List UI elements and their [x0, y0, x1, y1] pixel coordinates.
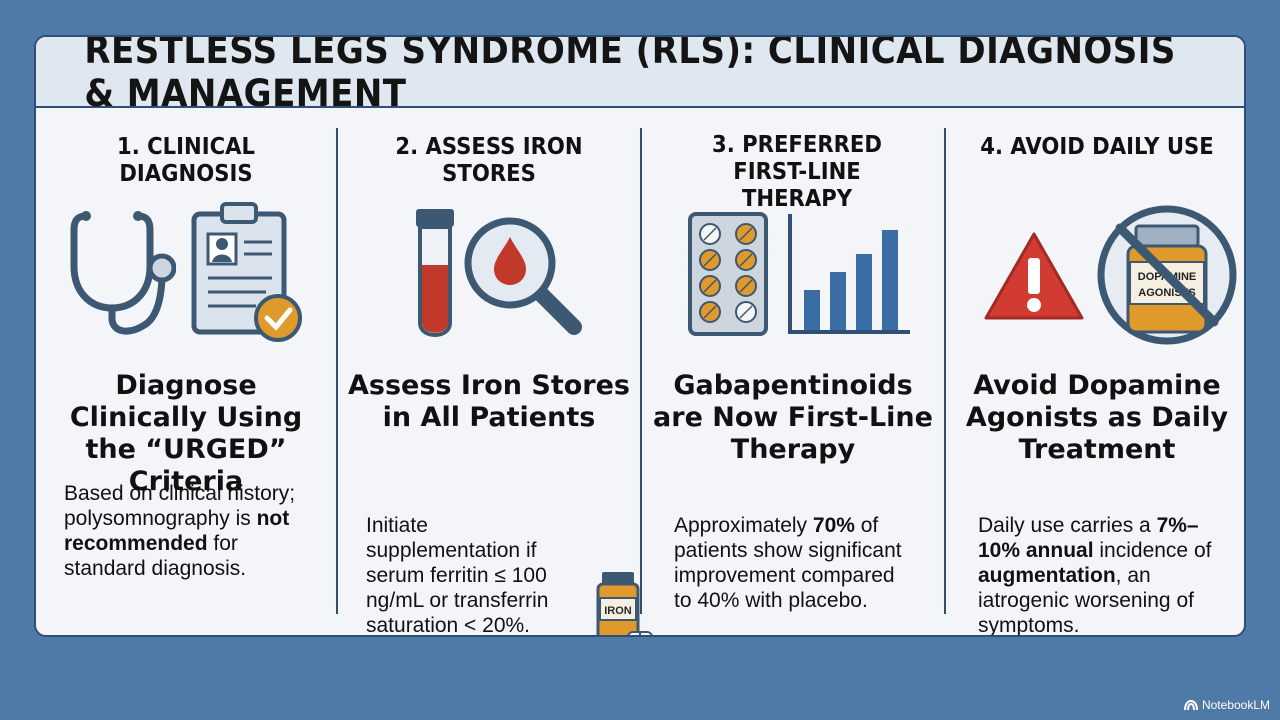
- bottle-label: IRON: [604, 605, 632, 617]
- stethoscope-icon: [70, 211, 176, 335]
- warning-icon: [984, 232, 1084, 320]
- column-heading: 2. ASSESS IRON STORES: [395, 134, 583, 187]
- column-divider: [944, 128, 946, 614]
- columns-container: 1. CLINICAL DIAGNOSIS: [36, 108, 1244, 635]
- test-tube-icon: [416, 209, 454, 337]
- column-divider: [336, 128, 338, 614]
- column-icons: [338, 200, 640, 350]
- infographic-card: RESTLESS LEGS SYNDROME (RLS): CLINICAL D…: [34, 35, 1246, 637]
- clipboard-check-icon: [191, 202, 302, 342]
- column-heading: 3. PREFERRED FIRST-LINE THERAPY: [712, 132, 882, 212]
- pill-blister-icon: [688, 212, 768, 336]
- magnifier-blood-drop-icon: [464, 217, 582, 335]
- column-avoid-daily-use: 4. AVOID DAILY USE DOPAMINE AGONISTS: [946, 108, 1244, 637]
- column-clinical-diagnosis: 1. CLINICAL DIAGNOSIS: [36, 108, 336, 635]
- column-icons: DOPAMINE AGONISTS: [946, 200, 1244, 350]
- title-bar: RESTLESS LEGS SYNDROME (RLS): CLINICAL D…: [36, 37, 1244, 115]
- column-body-text: Based on clinical history; polysomnograp…: [64, 482, 296, 580]
- brand-watermark: NotebookLM: [1183, 698, 1270, 712]
- column-first-line-therapy: 3. PREFERRED FIRST-LINE THERAPY: [642, 108, 944, 635]
- bar-chart-icon: [788, 214, 910, 334]
- column-iron-stores: 2. ASSESS IRON STORES Assess Iron Stores…: [338, 108, 653, 637]
- column-headline: Avoid Dopamine Agonists as Daily Treatme…: [965, 370, 1229, 465]
- column-divider: [640, 128, 642, 614]
- column-headline: Diagnose Clinically Using the “URGED” Cr…: [69, 370, 303, 497]
- column-icons: [36, 200, 336, 350]
- column-heading: 1. CLINICAL DIAGNOSIS: [117, 134, 255, 187]
- column-headline: Assess Iron Stores in All Patients: [347, 370, 631, 433]
- column-body-text: Daily use carries a 7%–10% annual incide…: [978, 514, 1212, 637]
- column-body-text: Initiate supplementation if serum ferrit…: [366, 514, 549, 637]
- column-heading: 4. AVOID DAILY USE: [980, 134, 1214, 160]
- prohibited-bottle-icon: DOPAMINE AGONISTS: [1097, 205, 1237, 345]
- column-body-text: Approximately 70% of patients show signi…: [674, 514, 902, 612]
- page-title: RESTLESS LEGS SYNDROME (RLS): CLINICAL D…: [84, 35, 1176, 115]
- column-icons: [642, 200, 944, 350]
- notebooklm-logo-icon: [1183, 699, 1198, 711]
- brand-name: NotebookLM: [1201, 698, 1270, 712]
- column-headline: Gabapentinoids are Now First-Line Therap…: [653, 370, 933, 465]
- iron-bottle-icon: IRON: [596, 572, 653, 635]
